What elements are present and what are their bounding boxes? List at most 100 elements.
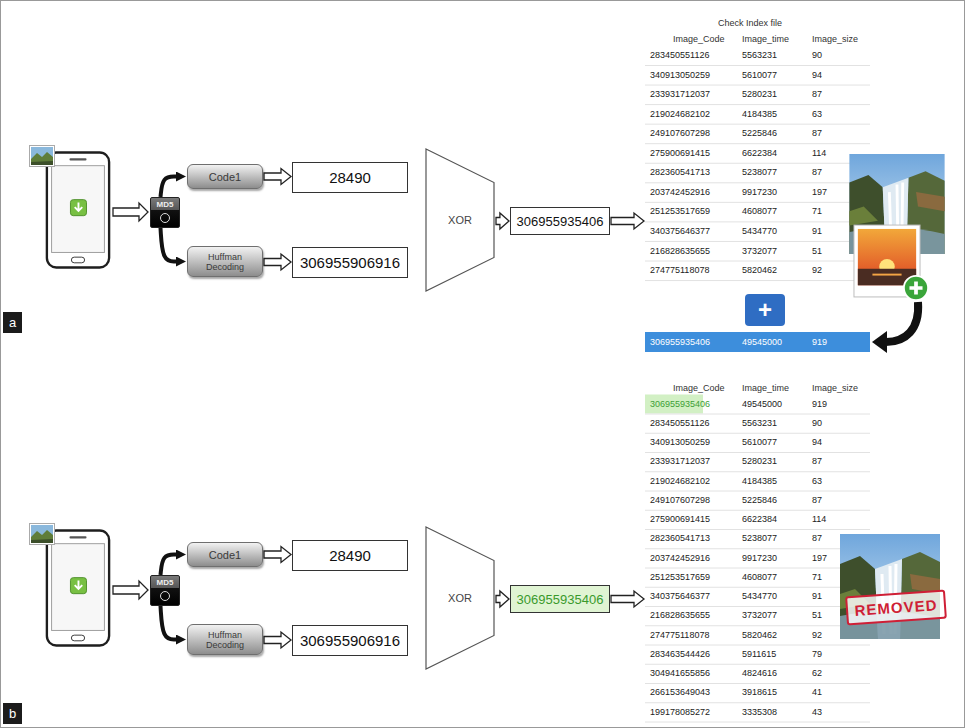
table-cell: 203742452916	[650, 183, 710, 202]
row-line	[645, 261, 870, 262]
table-cell: 5563231	[742, 46, 777, 65]
node-text: Huffman Decoding	[192, 252, 258, 272]
table-cell: 5434770	[742, 587, 777, 606]
block-arrow	[611, 591, 644, 607]
table-cell: 94	[812, 66, 822, 85]
process-box: Huffman Decoding	[187, 624, 263, 655]
table-cell: 79	[812, 645, 822, 664]
row-line	[645, 491, 870, 492]
value-box: 28490	[292, 540, 408, 571]
curved-arrow	[161, 177, 177, 198]
panel-tag: a	[3, 312, 22, 333]
table-cell: 4824616	[742, 664, 777, 683]
row-line	[645, 143, 870, 144]
row-line	[645, 433, 870, 434]
row-line	[645, 65, 870, 66]
table-cell: 5563231	[742, 414, 777, 433]
table-cell: 251253517659	[650, 568, 710, 587]
row-line	[645, 683, 870, 684]
result-box: 306955935406	[510, 585, 610, 613]
node-text: Image_Code	[673, 33, 725, 45]
row-line	[645, 104, 870, 105]
node-text: Check Index file	[645, 17, 855, 29]
node-text: Image_size	[812, 382, 858, 394]
table-cell: 114	[812, 144, 826, 163]
xor-gate: XOR	[425, 526, 495, 670]
row-line	[645, 414, 870, 415]
row-line	[645, 664, 870, 665]
table-cell: 62	[812, 664, 822, 683]
table-cell: 87	[812, 491, 822, 510]
row-line	[645, 85, 870, 86]
node-text: 28490	[329, 547, 371, 564]
table-cell: 92	[812, 261, 822, 280]
node-text: Code1	[209, 549, 241, 561]
table-grid	[645, 66, 870, 723]
add-button: +	[745, 294, 785, 326]
curved-arrow	[161, 228, 177, 262]
row-line	[645, 280, 870, 281]
table-cell: 114	[812, 510, 826, 529]
table-cell: 91	[812, 222, 822, 241]
md5-chip: MD5	[150, 197, 180, 228]
table-cell: 5610077	[742, 433, 777, 452]
table-cell: 340375646377	[650, 587, 710, 606]
node-text: MD5	[157, 578, 174, 587]
removed-stamp: REMOVED	[845, 590, 947, 626]
table-cell: 3732077	[742, 242, 777, 261]
table-cell: 63	[812, 472, 822, 491]
md5-chip: MD5	[150, 575, 180, 606]
phone-icon	[47, 152, 109, 267]
node-text: XOR	[448, 592, 472, 604]
table-cell: 340375646377	[650, 222, 710, 241]
node-text: 49545000	[742, 336, 782, 348]
table-cell: 275900691415	[650, 510, 710, 529]
table-cell: 51	[812, 242, 822, 261]
table-cell: 5238077	[742, 529, 777, 548]
table-cell: 51	[812, 606, 822, 625]
table-cell: 199178085272	[650, 703, 710, 722]
row-line	[645, 202, 870, 203]
curved-arrow	[161, 606, 177, 640]
phone-icon	[47, 530, 109, 645]
row-line	[645, 163, 870, 164]
upload-arrow	[113, 581, 148, 599]
table-cell: 219024682102	[650, 472, 710, 491]
node-text: 28490	[329, 169, 371, 186]
node-text: Image_time	[742, 382, 789, 394]
table-cell: 216828635655	[650, 606, 710, 625]
table-cell: 4184385	[742, 472, 777, 491]
chip-icon	[160, 213, 170, 223]
block-arrow	[264, 169, 291, 185]
xor-shape	[426, 527, 494, 669]
table-cell: 274775118078	[650, 626, 709, 645]
table-cell: 5280231	[742, 452, 777, 471]
table-cell: 4608077	[742, 568, 777, 587]
table-cell: 43	[812, 703, 822, 722]
row-line	[645, 510, 870, 511]
process-box: Code1	[187, 164, 263, 189]
node-text: 306955906916	[300, 254, 400, 271]
table-cell: 6622384	[742, 144, 777, 163]
node-text: REMOVED	[854, 596, 938, 619]
table-cell: 3918615	[742, 683, 777, 702]
node-text: Code1	[209, 171, 241, 183]
row-line	[645, 529, 870, 530]
value-box: 28490	[292, 162, 408, 193]
table-cell: 87	[812, 124, 822, 143]
curved-arrow	[161, 555, 177, 576]
table-cell: 282360541713	[650, 529, 710, 548]
table-cell: 87	[812, 85, 822, 104]
insert-arrow	[886, 302, 918, 342]
row-line	[645, 182, 870, 183]
table-cell: 197	[812, 183, 827, 202]
table-cell: 5225846	[742, 124, 777, 143]
table-cell: 4608077	[742, 202, 777, 221]
panel-tag: b	[3, 703, 22, 724]
node-text: Image_time	[742, 33, 789, 45]
node-text: 306955906916	[300, 632, 400, 649]
table-cell: 251253517659	[650, 202, 710, 221]
table-cell: 340913050259	[650, 66, 710, 85]
table-cell: 306955935406	[650, 395, 710, 414]
row-line	[645, 645, 870, 646]
